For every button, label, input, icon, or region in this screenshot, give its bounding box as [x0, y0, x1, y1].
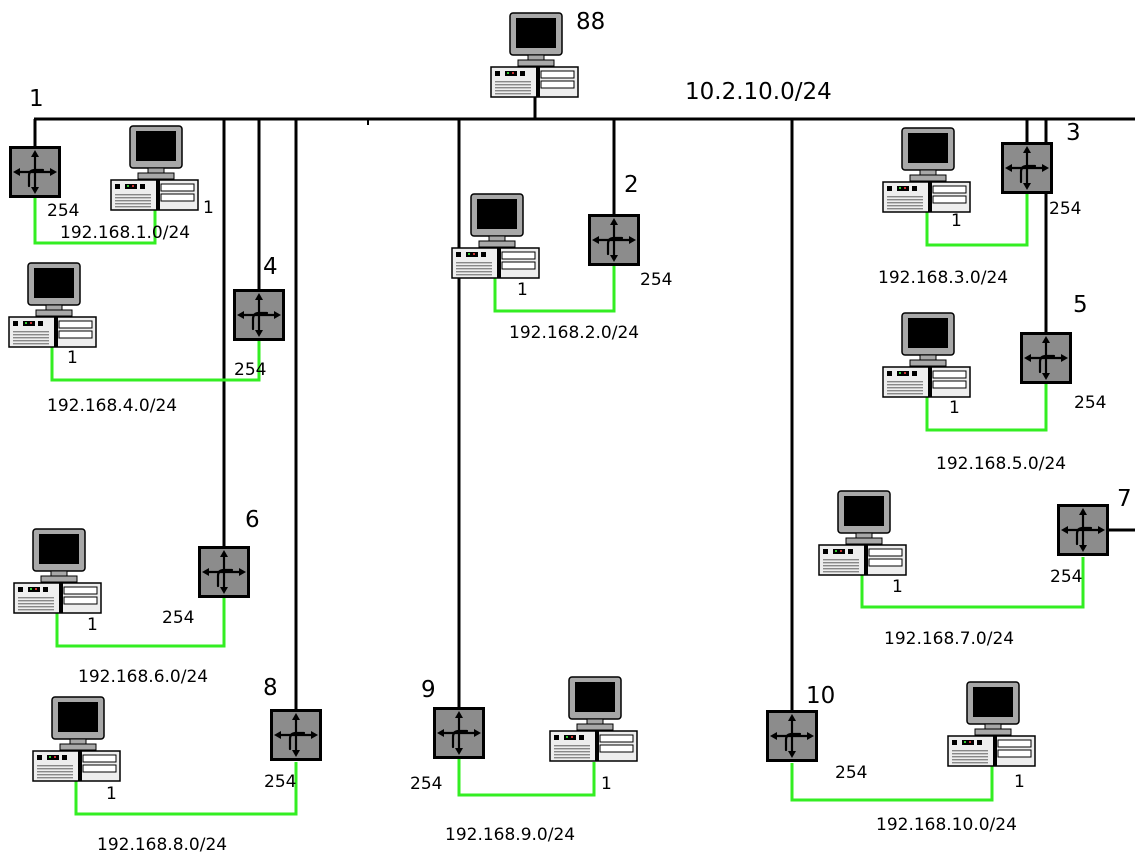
router-6-icon[interactable] — [198, 546, 250, 598]
router-2-icon[interactable] — [588, 214, 640, 266]
router-5-icon[interactable] — [1020, 332, 1072, 384]
router-10-label: 10 — [806, 683, 835, 709]
router-5-label: 5 — [1073, 292, 1088, 318]
lan-link-4 — [50, 341, 261, 382]
host-4-computer-icon[interactable] — [8, 262, 97, 348]
lan-link-10 — [790, 763, 994, 802]
host-1-computer-icon[interactable] — [110, 125, 199, 211]
subnet-3-network: 192.168.3.0/24 — [878, 268, 1008, 288]
server-label: 88 — [576, 9, 605, 35]
router-9-icon[interactable] — [433, 707, 485, 759]
lan-link-9 — [457, 759, 596, 797]
router-10-icon[interactable] — [766, 710, 818, 762]
host-10-ip: 1 — [1014, 772, 1025, 792]
lan-links — [33, 194, 1085, 816]
router-3-icon[interactable] — [1001, 142, 1053, 194]
host-2-computer-icon[interactable] — [451, 193, 540, 279]
backbone-label: 10.2.10.0/24 — [685, 79, 832, 105]
host-4-ip: 1 — [67, 348, 78, 368]
router-6-label: 6 — [245, 507, 260, 533]
lan-link-3 — [925, 194, 1029, 247]
subnet-8-network: 192.168.8.0/24 — [97, 835, 227, 855]
router-3-label: 3 — [1066, 120, 1081, 146]
server-computer-icon[interactable] — [490, 12, 579, 98]
host-9-computer-icon[interactable] — [549, 676, 638, 762]
router-2-label: 2 — [624, 172, 639, 198]
subnet-4-network: 192.168.4.0/24 — [47, 396, 177, 416]
router-1-label: 1 — [29, 86, 44, 112]
host-7-ip: 1 — [892, 577, 903, 597]
router-5-ip: 254 — [1074, 393, 1106, 413]
host-10-computer-icon[interactable] — [947, 681, 1036, 767]
router-2-ip: 254 — [640, 270, 672, 290]
router-3-ip: 254 — [1049, 199, 1081, 219]
router-8-ip: 254 — [264, 772, 296, 792]
host-8-computer-icon[interactable] — [32, 696, 121, 782]
router-7-icon[interactable] — [1057, 504, 1109, 556]
lan-link-7 — [860, 557, 1085, 609]
router-9-label: 9 — [421, 677, 436, 703]
lan-link-8 — [74, 762, 298, 816]
host-5-computer-icon[interactable] — [882, 312, 971, 398]
router-7-label: 7 — [1117, 486, 1132, 512]
lan-link-1 — [33, 198, 157, 245]
host-3-ip: 1 — [951, 211, 962, 231]
router-6-ip: 254 — [162, 608, 194, 628]
subnet-1-network: 192.168.1.0/24 — [60, 223, 190, 243]
subnet-6-network: 192.168.6.0/24 — [78, 667, 208, 687]
host-2-ip: 1 — [517, 280, 528, 300]
subnet-10-network: 192.168.10.0/24 — [876, 815, 1017, 835]
router-4-icon[interactable] — [233, 289, 285, 341]
host-8-ip: 1 — [106, 784, 117, 804]
router-1-ip: 254 — [47, 201, 79, 221]
subnet-5-network: 192.168.5.0/24 — [936, 454, 1066, 474]
router-1-icon[interactable] — [9, 146, 61, 198]
host-9-ip: 1 — [601, 774, 612, 794]
router-8-label: 8 — [263, 675, 278, 701]
lan-link-2 — [493, 266, 616, 313]
router-8-icon[interactable] — [270, 709, 322, 761]
host-1-ip: 1 — [203, 198, 214, 218]
host-6-ip: 1 — [87, 615, 98, 635]
host-7-computer-icon[interactable] — [818, 490, 907, 576]
router-9-ip: 254 — [410, 774, 442, 794]
lan-link-5 — [925, 384, 1048, 432]
router-4-ip: 254 — [234, 360, 266, 380]
host-5-ip: 1 — [949, 398, 960, 418]
host-3-computer-icon[interactable] — [882, 127, 971, 213]
subnet-9-network: 192.168.9.0/24 — [445, 825, 575, 845]
lan-link-6 — [55, 598, 226, 648]
router-4-label: 4 — [263, 254, 278, 280]
router-10-ip: 254 — [835, 763, 867, 783]
router-7-ip: 254 — [1050, 567, 1082, 587]
subnet-7-network: 192.168.7.0/24 — [884, 629, 1014, 649]
host-6-computer-icon[interactable] — [13, 528, 102, 614]
subnet-2-network: 192.168.2.0/24 — [509, 323, 639, 343]
